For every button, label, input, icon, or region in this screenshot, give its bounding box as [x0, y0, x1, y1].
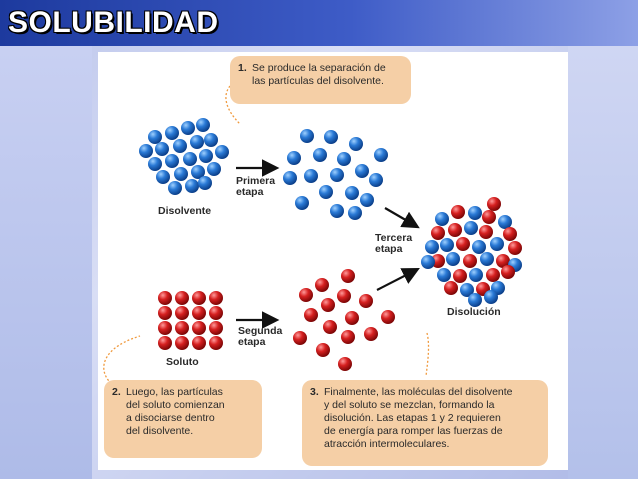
- connector-step-2: [103, 335, 141, 389]
- solvent-cluster: [139, 118, 229, 195]
- label-first-stage: Primera etapa: [236, 175, 276, 198]
- solution-cluster: [421, 197, 522, 307]
- label-solution: Disolución: [447, 306, 501, 318]
- solute-cluster: [158, 291, 223, 350]
- left-decoration: [0, 46, 92, 479]
- separated-solute: [293, 269, 395, 371]
- step-3-text: Finalmente, las moléculas del disolvente…: [324, 386, 513, 450]
- step-1-number: 1.: [238, 62, 247, 74]
- slide-title: SOLUBILIDAD: [8, 6, 219, 39]
- label-solute: Soluto: [166, 356, 199, 368]
- arrow-third-stage-bottom: [376, 267, 420, 291]
- separated-solvent: [283, 129, 388, 220]
- step-3-box: 3. Finalmente, las moléculas del disolve…: [302, 380, 548, 466]
- label-second-stage: Segunda etapa: [238, 325, 283, 348]
- step-1-text: Se produce la separación de las partícul…: [252, 62, 386, 87]
- connector-step-3: [425, 332, 430, 377]
- step-1-box: 1. Se produce la separación de las partí…: [230, 56, 411, 104]
- step-2-number: 2.: [112, 386, 121, 398]
- step-3-number: 3.: [310, 386, 319, 398]
- label-third-stage: Tercera etapa: [375, 232, 413, 255]
- arrow-third-stage-top: [384, 207, 420, 229]
- step-2-text: Luego, las partículas del soluto comienz…: [126, 386, 225, 437]
- label-solvent: Disolvente: [158, 205, 212, 217]
- title-bar: SOLUBILIDAD: [0, 0, 638, 46]
- step-2-box: 2. Luego, las partículas del soluto comi…: [104, 380, 262, 458]
- right-decoration: [568, 46, 638, 479]
